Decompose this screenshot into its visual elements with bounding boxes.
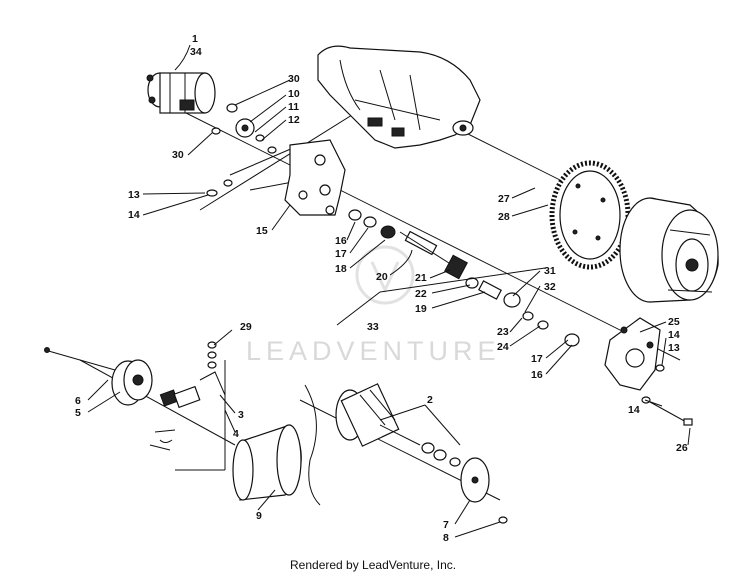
callout-8: 8 [443, 532, 449, 544]
callout-34: 34 [190, 46, 202, 58]
callout-labels: 1 34 30 10 11 12 30 13 14 15 16 17 18 20… [75, 33, 688, 544]
callout-4: 4 [233, 428, 239, 440]
drive-washers [348, 209, 396, 239]
flywheel [619, 197, 719, 303]
callout-23: 23 [497, 326, 509, 338]
footer-credit: Rendered by LeadVenture, Inc. [290, 558, 456, 572]
callout-9: 9 [256, 510, 262, 522]
callout-33: 33 [367, 321, 379, 333]
callout-17: 17 [335, 248, 347, 260]
callout-12: 12 [288, 114, 300, 126]
callout-29: 29 [240, 321, 252, 333]
callout-13: 13 [128, 189, 140, 201]
callout-30: 30 [288, 73, 300, 85]
callout-27: 27 [498, 193, 510, 205]
armature [335, 383, 461, 467]
callout-28: 28 [498, 211, 510, 223]
engine-crankcase [317, 45, 481, 149]
callout-30-lower: 30 [172, 149, 184, 161]
starter-motor [146, 72, 216, 114]
starter-end-housing [44, 341, 226, 471]
callout-14-bottom: 14 [628, 404, 640, 416]
callout-16-right: 16 [531, 369, 543, 381]
field-housing [232, 424, 302, 501]
callout-19: 19 [415, 303, 427, 315]
callout-20: 20 [376, 271, 388, 283]
callout-5: 5 [75, 407, 81, 419]
callout-11: 11 [288, 101, 299, 113]
callout-6: 6 [75, 395, 81, 407]
callout-16: 16 [335, 235, 347, 247]
callout-leader-lines [87, 44, 691, 538]
callout-17-right: 17 [531, 353, 543, 365]
callout-1: 1 [192, 33, 198, 45]
callout-15: 15 [256, 225, 268, 237]
callout-13-right: 13 [668, 342, 680, 354]
leadventure-watermark: LEADVENTURE [246, 245, 501, 366]
callout-14: 14 [128, 209, 140, 221]
callout-2: 2 [427, 394, 433, 406]
callout-26: 26 [676, 442, 688, 454]
callout-25: 25 [668, 316, 680, 328]
callout-18: 18 [335, 263, 347, 275]
callout-21: 21 [415, 272, 427, 284]
callout-32: 32 [544, 281, 556, 293]
callout-14-right: 14 [668, 329, 680, 341]
callout-22: 22 [415, 288, 427, 300]
callout-31: 31 [544, 265, 556, 277]
ring-gear [549, 160, 631, 270]
callout-7: 7 [443, 519, 449, 531]
mounting-bracket [284, 139, 346, 216]
callout-24: 24 [497, 341, 509, 353]
bendix-drive [399, 230, 580, 347]
end-cover [604, 317, 693, 426]
starter-gear-parts [206, 103, 277, 197]
callout-3: 3 [238, 409, 244, 421]
drive-end-plate [460, 457, 508, 524]
callout-10: 10 [288, 88, 300, 100]
watermark-text: LEADVENTURE [246, 336, 501, 366]
